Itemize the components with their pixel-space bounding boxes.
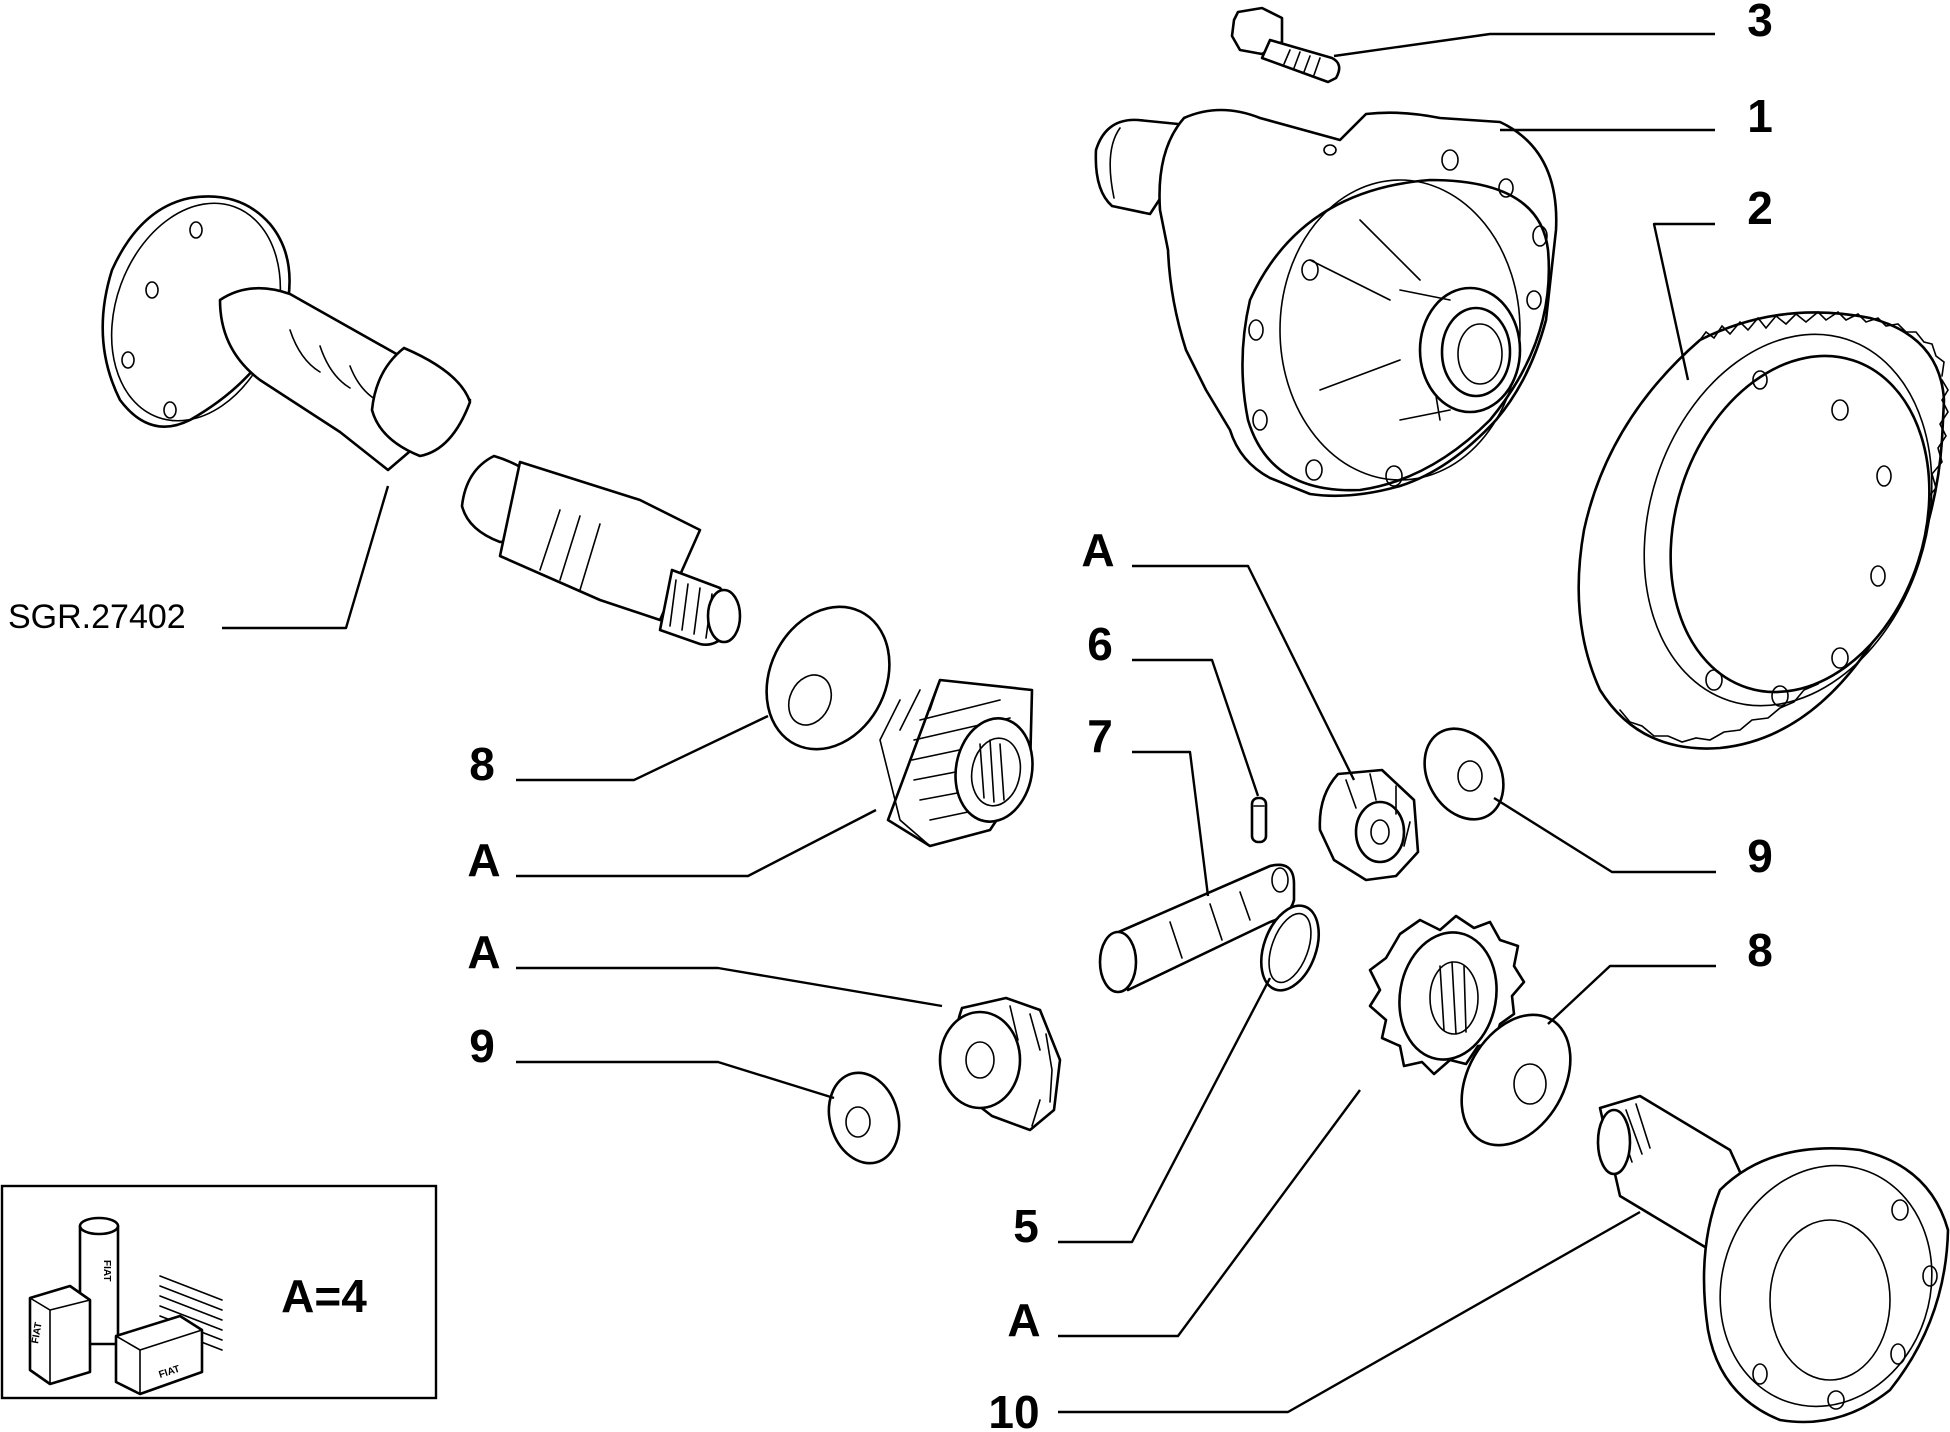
callout-a-bottom: A — [1007, 1294, 1040, 1346]
leader-lines — [222, 32, 1716, 1414]
part-7-pinion-shaft — [1098, 863, 1296, 994]
leader-6 — [1132, 658, 1260, 797]
gear-a-right-side — [1368, 914, 1526, 1076]
leader-a-center — [1132, 564, 1356, 781]
callout-a-left-2: A — [467, 926, 500, 978]
leader-a-left-2 — [516, 966, 943, 1008]
leader-code — [222, 485, 390, 630]
callout-6: 6 — [1087, 618, 1113, 670]
leader-a-bottom — [1058, 1089, 1361, 1338]
leader-10 — [1058, 1210, 1641, 1414]
kit-box-label-2: FIAT — [101, 1260, 112, 1281]
leader-5 — [1058, 977, 1272, 1244]
gear-a-left-pinion — [938, 996, 1062, 1132]
drawing-code: SGR.27402 — [8, 598, 186, 636]
leader-8-right — [1547, 964, 1716, 1025]
part-9-washer-right — [1423, 727, 1505, 821]
part-6-roll-pin — [1250, 796, 1268, 844]
part-8-washer-right — [1460, 1013, 1572, 1147]
callout-5: 5 — [1013, 1200, 1039, 1252]
part-2-ring-gear — [1577, 310, 1949, 750]
gear-a-right-pinion — [1318, 768, 1420, 882]
left-axle-shaft — [101, 195, 742, 646]
gear-a-left-side — [879, 678, 1034, 848]
callout-7: 7 — [1087, 710, 1113, 762]
callout-8-right: 8 — [1747, 924, 1773, 976]
part-10-output-flange — [1596, 1094, 1950, 1424]
leader-3 — [1333, 32, 1715, 58]
part-1-differential-housing — [1094, 108, 1558, 498]
callout-9-left: 9 — [469, 1020, 495, 1072]
callout-labels: 3 1 2 A 6 7 8 A A 9 9 8 5 A 10 SGR.27402 — [8, 0, 1773, 1432]
kit-quantity: A=4 — [281, 1270, 367, 1322]
part-8-washer-left — [765, 605, 891, 751]
kit-note-box: FIAT FIAT FIAT A=4 — [0, 1184, 438, 1400]
leader-7 — [1132, 750, 1210, 897]
callout-8-left: 8 — [469, 738, 495, 790]
leader-2 — [1652, 222, 1715, 381]
leader-9-left — [516, 1060, 835, 1100]
part-3-bolt — [1230, 6, 1341, 84]
callout-1: 1 — [1747, 90, 1773, 142]
callout-a-center: A — [1081, 524, 1114, 576]
leader-8-left — [516, 714, 769, 782]
callout-a-left-1: A — [467, 834, 500, 886]
kit-box-label-1: FIAT — [30, 1321, 45, 1344]
callout-9-right: 9 — [1747, 830, 1773, 882]
callout-10: 10 — [988, 1386, 1039, 1432]
leader-a-left-1 — [516, 808, 877, 878]
leader-9-right — [1493, 796, 1716, 874]
part-9-washer-left — [827, 1071, 901, 1165]
callout-3: 3 — [1747, 0, 1773, 46]
part-5-snap-ring — [1260, 904, 1320, 992]
kit-parts-icon: FIAT FIAT FIAT — [28, 1216, 223, 1396]
callout-2: 2 — [1747, 182, 1773, 234]
